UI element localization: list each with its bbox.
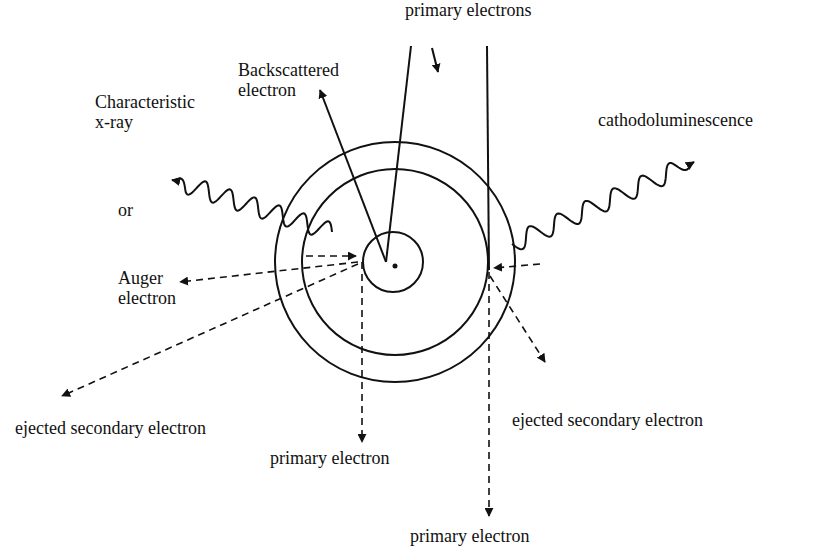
light-wave [512, 162, 694, 249]
nucleus [393, 264, 398, 269]
primary-electron-track [487, 46, 489, 270]
secondary-track [62, 264, 358, 396]
electron-transition [494, 264, 540, 268]
middle-shell [302, 169, 488, 355]
signal-label: Characteristic x-ray [95, 92, 195, 132]
beam-label: primary electrons [405, 0, 531, 20]
xray-wave [172, 179, 332, 235]
auger-track [180, 262, 358, 282]
primary-electron-track [386, 46, 411, 262]
primary-electron-track [488, 272, 490, 516]
primary-electron-track [432, 48, 438, 72]
primary-electron-track [361, 262, 363, 442]
signal-label: Auger electron [118, 268, 176, 308]
signal-label: primary electron [270, 448, 389, 468]
signal-label: primary electron [410, 526, 529, 546]
secondary-track [490, 276, 545, 362]
backscatter-track [320, 90, 386, 262]
connector-word: or [118, 200, 133, 220]
electron-transition [306, 255, 356, 257]
signal-label: cathodoluminescence [598, 110, 753, 130]
signal-label: ejected secondary electron [15, 418, 206, 438]
signal-label: Backscattered electron [238, 60, 339, 100]
signal-label: ejected secondary electron [512, 410, 703, 430]
inner-shell [363, 232, 423, 292]
